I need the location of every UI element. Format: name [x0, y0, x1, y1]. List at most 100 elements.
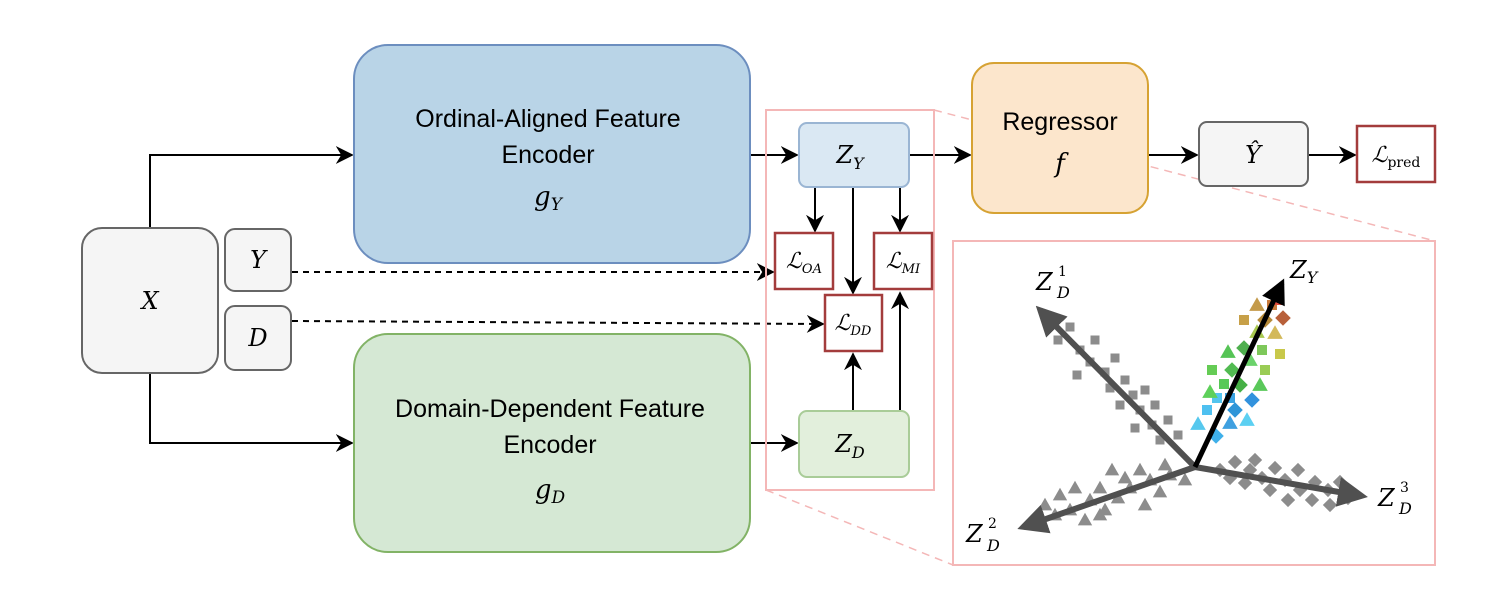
latent-space-plot: ZY Z 1 D Z 2 D Z 3 D	[965, 256, 1412, 555]
marker-square	[1212, 393, 1222, 403]
svg-text:D: D	[1056, 283, 1070, 302]
axis-zy	[1192, 278, 1285, 469]
marker-triangle	[1252, 377, 1268, 391]
marker-diamond	[1237, 475, 1253, 491]
zy-box: ZY	[798, 122, 910, 188]
latent-space-panel	[952, 240, 1436, 566]
edge-x-to-domain-encoder	[149, 372, 354, 452]
ordinal-encoder-symbol: gY	[534, 182, 564, 215]
marker-square	[1115, 400, 1125, 410]
marker-square	[1239, 315, 1249, 325]
marker-triangle	[1092, 480, 1108, 494]
edge-x-to-ordinal-encoder	[149, 146, 354, 228]
regressor-title: Regressor	[1002, 108, 1117, 136]
input-x-label: X	[139, 287, 159, 315]
domain-dependent-encoder: Domain-Dependent Feature Encoder gD	[353, 333, 751, 553]
marker-diamond	[1280, 492, 1296, 508]
ordinal-aligned-encoder: Ordinal-Aligned Feature Encoder gY	[353, 44, 751, 264]
axis-zd1	[1035, 305, 1198, 470]
axis-zd1-label: Z 1 D	[1035, 264, 1070, 302]
input-y-label: Y	[250, 246, 268, 274]
edge-d-to-ldd	[291, 314, 825, 333]
svg-text:Z: Z	[1035, 268, 1054, 296]
loss-mi-label: ℒMI	[886, 249, 921, 277]
loss-oa-label: ℒOA	[786, 249, 822, 277]
loss-dd-label: ℒDD	[835, 311, 872, 339]
marker-diamond	[1227, 454, 1243, 470]
marker-square	[1105, 383, 1115, 393]
marker-triangle	[1249, 297, 1265, 311]
marker-diamond	[1275, 310, 1291, 326]
marker-diamond	[1247, 452, 1263, 468]
marker-triangle	[1220, 344, 1236, 358]
svg-text:3: 3	[1400, 480, 1409, 496]
ordinal-encoder-title-line2: Encoder	[501, 141, 594, 169]
zoom-highlight	[765, 109, 1436, 566]
loss-oa-box: ℒOA	[773, 231, 835, 291]
marker-square	[1090, 335, 1100, 345]
marker-triangle	[1177, 472, 1193, 486]
svg-text:D: D	[1398, 499, 1412, 518]
marker-square	[1072, 370, 1082, 380]
marker-diamond	[1322, 497, 1338, 513]
input-d-label: D	[247, 324, 267, 352]
loss-pred-label: ℒpred	[1372, 143, 1421, 171]
marker-diamond	[1290, 462, 1306, 478]
marker-triangle	[1152, 484, 1168, 498]
marker-square	[1173, 430, 1183, 440]
loss-mi-box: ℒMI	[872, 231, 934, 291]
marker-triangle	[1157, 457, 1173, 471]
svg-text:1: 1	[1058, 264, 1067, 280]
input-y-box: Y	[224, 228, 292, 292]
marker-triangle	[1104, 462, 1120, 476]
marker-triangle	[1077, 512, 1093, 526]
marker-square	[1275, 349, 1285, 359]
svg-text:Z: Z	[1377, 484, 1396, 512]
marker-triangle	[1117, 470, 1133, 484]
marker-triangle	[1222, 415, 1238, 429]
zd-box: ZD	[798, 410, 910, 478]
marker-triangle	[1137, 497, 1153, 511]
marker-triangle	[1239, 412, 1255, 426]
zoom-line-bottom	[765, 489, 954, 566]
marker-triangle	[1202, 384, 1218, 398]
marker-square	[1053, 335, 1063, 345]
latent-highlight-frame	[765, 109, 935, 491]
marker-triangle	[1092, 507, 1108, 521]
marker-square	[1257, 345, 1267, 355]
connectors	[149, 146, 1357, 452]
marker-square	[1260, 365, 1270, 375]
axis-zd2	[1017, 464, 1196, 534]
marker-triangle	[1052, 487, 1068, 501]
regressor-box: Regressor f	[971, 62, 1149, 214]
marker-diamond	[1267, 460, 1283, 476]
marker-square	[1163, 415, 1173, 425]
marker-triangle	[1132, 462, 1148, 476]
marker-diamond	[1224, 362, 1240, 378]
marker-triangle	[1267, 325, 1283, 339]
marker-square	[1140, 385, 1150, 395]
marker-diamond	[1227, 402, 1243, 418]
svg-text:Z: Z	[965, 520, 984, 548]
marker-square	[1120, 375, 1130, 385]
marker-diamond	[1262, 482, 1278, 498]
zd-label: ZD	[834, 430, 865, 462]
marker-square	[1065, 322, 1075, 332]
loss-pred-box: ℒpred	[1355, 124, 1437, 184]
marker-diamond	[1304, 492, 1320, 508]
marker-square	[1128, 390, 1138, 400]
svg-text:D: D	[986, 536, 1000, 555]
marker-square	[1155, 435, 1165, 445]
marker-square	[1219, 379, 1229, 389]
marker-square	[1110, 353, 1120, 363]
marker-triangle	[1110, 490, 1126, 504]
axis-zd2-label: Z 2 D	[965, 516, 1000, 555]
domain-encoder-title-line2: Encoder	[503, 431, 596, 459]
marker-square	[1130, 423, 1140, 433]
marker-diamond	[1244, 392, 1260, 408]
zy-label: ZY	[835, 141, 865, 173]
yhat-box: Ŷ	[1198, 121, 1309, 187]
input-d-box: D	[224, 305, 292, 371]
loss-dd-box: ℒDD	[823, 293, 884, 353]
